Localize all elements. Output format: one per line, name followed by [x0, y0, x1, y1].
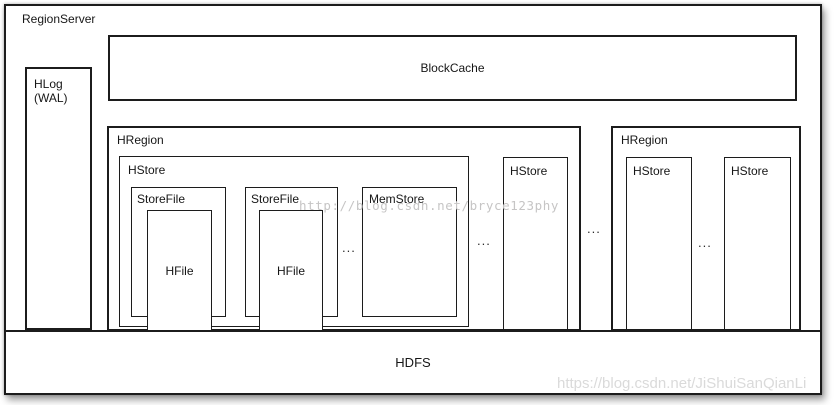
- memstore-box: MemStore: [362, 187, 457, 317]
- hlog-wal-label: HLog (WAL): [34, 77, 68, 105]
- hstore-main-label: HStore: [128, 163, 166, 177]
- ellipsis-region2: ...: [698, 235, 712, 250]
- hregion-right-label: HRegion: [621, 133, 668, 147]
- hstore-tall-3-label: HStore: [731, 164, 769, 178]
- hstore-tall-3-box: HStore: [724, 157, 791, 331]
- hstore-tall-2-box: HStore: [626, 157, 692, 331]
- watermark-csdn-center: http://blog.csdn.net/bryce123phy: [299, 198, 560, 213]
- ellipsis-hregions: ...: [587, 221, 601, 236]
- ellipsis-hstores: ...: [477, 233, 491, 248]
- hlog-wal-box: HLog (WAL): [25, 67, 92, 330]
- blockcache-label: BlockCache: [420, 61, 485, 75]
- hstore-tall-1-box: HStore: [503, 157, 568, 331]
- memstore-label: MemStore: [369, 192, 425, 206]
- hstore-tall-1-label: HStore: [510, 164, 548, 178]
- watermark-csdn-bottom-right: https://blog.csdn.net/JiShuiSanQianLi: [557, 375, 807, 392]
- hdfs-label: HDFS: [395, 354, 431, 370]
- hfile-2-box: HFile: [259, 210, 323, 331]
- storefile-1-label: StoreFile: [137, 192, 186, 206]
- hfile-2-label: HFile: [276, 263, 305, 278]
- hlog-label-line1: HLog: [34, 77, 63, 91]
- hfile-1-label: HFile: [165, 263, 194, 278]
- hlog-label-line2: (WAL): [34, 91, 68, 105]
- hfile-1-box: HFile: [147, 210, 212, 331]
- ellipsis-storefiles: ...: [342, 240, 356, 255]
- hregion-left-label: HRegion: [117, 133, 164, 147]
- storefile-2-label: StoreFile: [251, 192, 300, 206]
- hdfs-box: HDFS: [4, 330, 822, 395]
- regionserver-label: RegionServer: [22, 12, 96, 26]
- blockcache-box: BlockCache: [108, 35, 797, 101]
- hstore-tall-2-label: HStore: [633, 164, 671, 178]
